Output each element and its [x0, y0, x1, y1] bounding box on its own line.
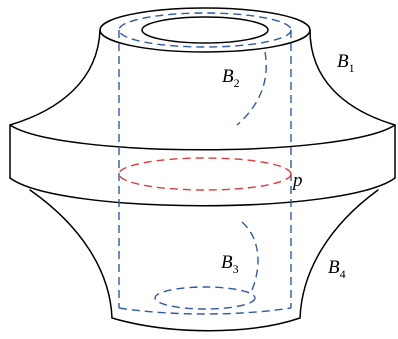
lower-right-flare — [299, 189, 379, 319]
label-b4: B4 — [328, 257, 346, 281]
label-b2: B2 — [222, 66, 240, 90]
upper-right-flare — [309, 29, 396, 126]
cylinder-top-circle — [118, 12, 292, 48]
band-top-front-edge — [9, 124, 396, 151]
label-p: p — [291, 170, 303, 191]
bottom-front-edge — [111, 317, 301, 332]
inner-bottom-loop — [154, 286, 256, 310]
top-outer-rim — [99, 7, 311, 53]
lower-left-flare — [29, 189, 113, 319]
label-b1: B1 — [337, 51, 355, 75]
loop-p — [118, 157, 292, 191]
b2-arc — [236, 51, 267, 126]
band-bottom-edge — [9, 177, 396, 207]
cylinder-bottom-edge — [118, 307, 292, 315]
top-inner-hole — [141, 16, 269, 44]
upper-left-flare — [9, 29, 101, 126]
b3-arc — [241, 221, 259, 291]
label-b3: B3 — [221, 252, 239, 276]
